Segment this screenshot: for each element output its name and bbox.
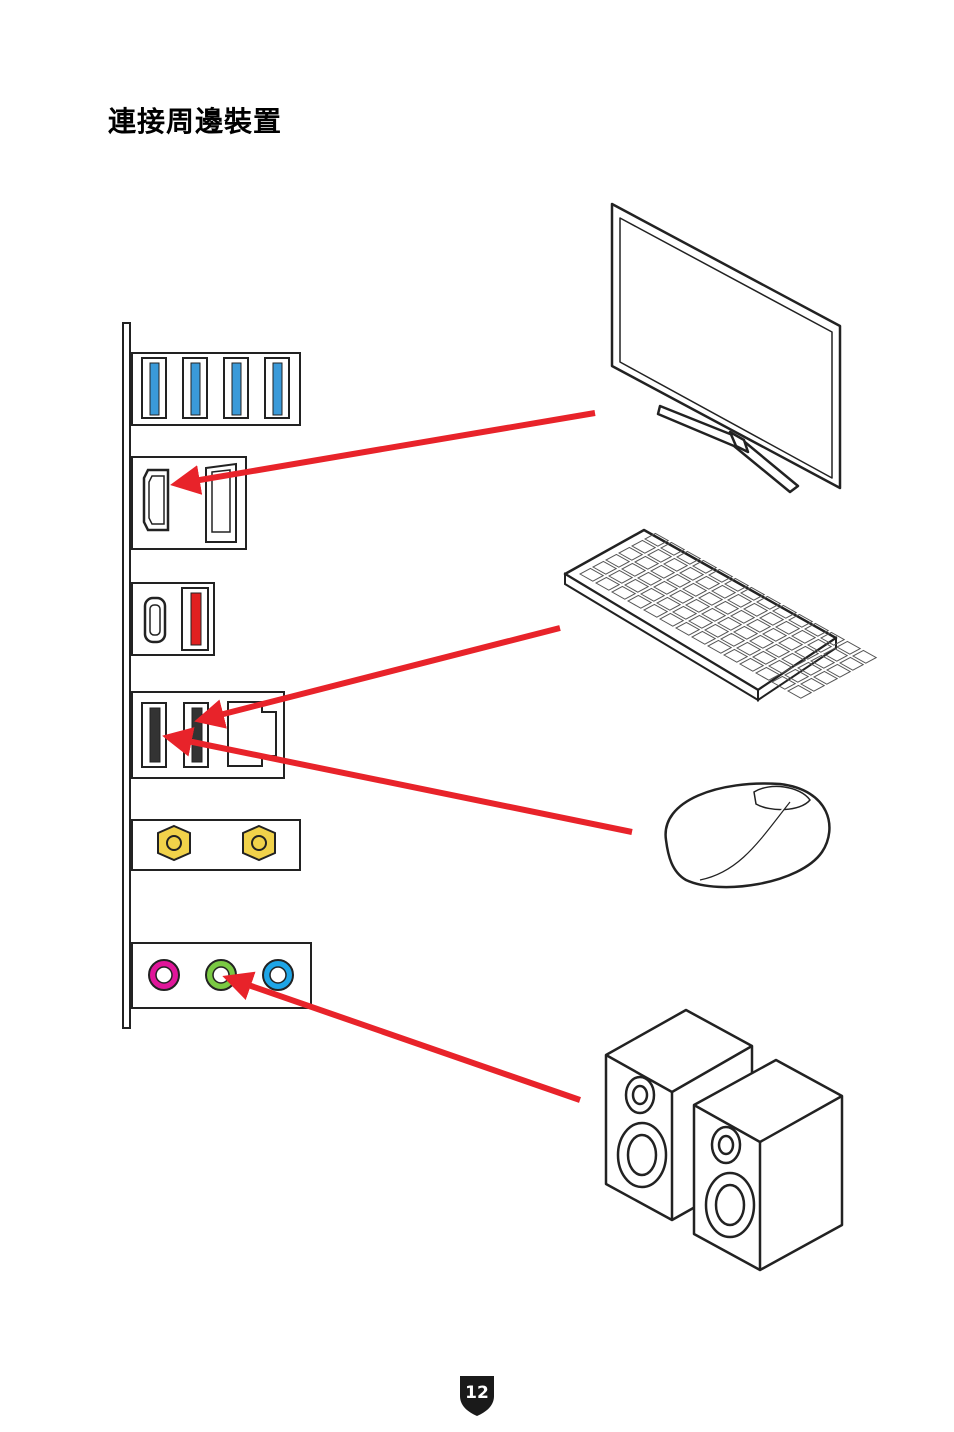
speakers-icon	[606, 1010, 842, 1270]
display-port-block	[132, 457, 246, 549]
usb-port-block	[132, 353, 300, 425]
monitor-icon	[612, 204, 840, 492]
arrow-mouse-to-usb	[168, 737, 632, 832]
usb-port	[183, 358, 207, 418]
usb-port	[191, 593, 201, 645]
antenna-block	[132, 820, 300, 870]
usb-port	[142, 358, 166, 418]
keyboard-icon	[565, 530, 876, 700]
arrow-keyboard-to-usb	[200, 628, 560, 720]
mouse-icon	[666, 783, 830, 887]
io-shield-edge	[123, 323, 130, 1028]
usb-port	[192, 708, 202, 762]
usb-port	[265, 358, 289, 418]
page-number: 12	[456, 1383, 498, 1403]
arrow-speakers-to-audio	[228, 978, 580, 1100]
usb-c-block	[132, 583, 214, 655]
usb-port	[150, 708, 160, 762]
usb-port	[224, 358, 248, 418]
